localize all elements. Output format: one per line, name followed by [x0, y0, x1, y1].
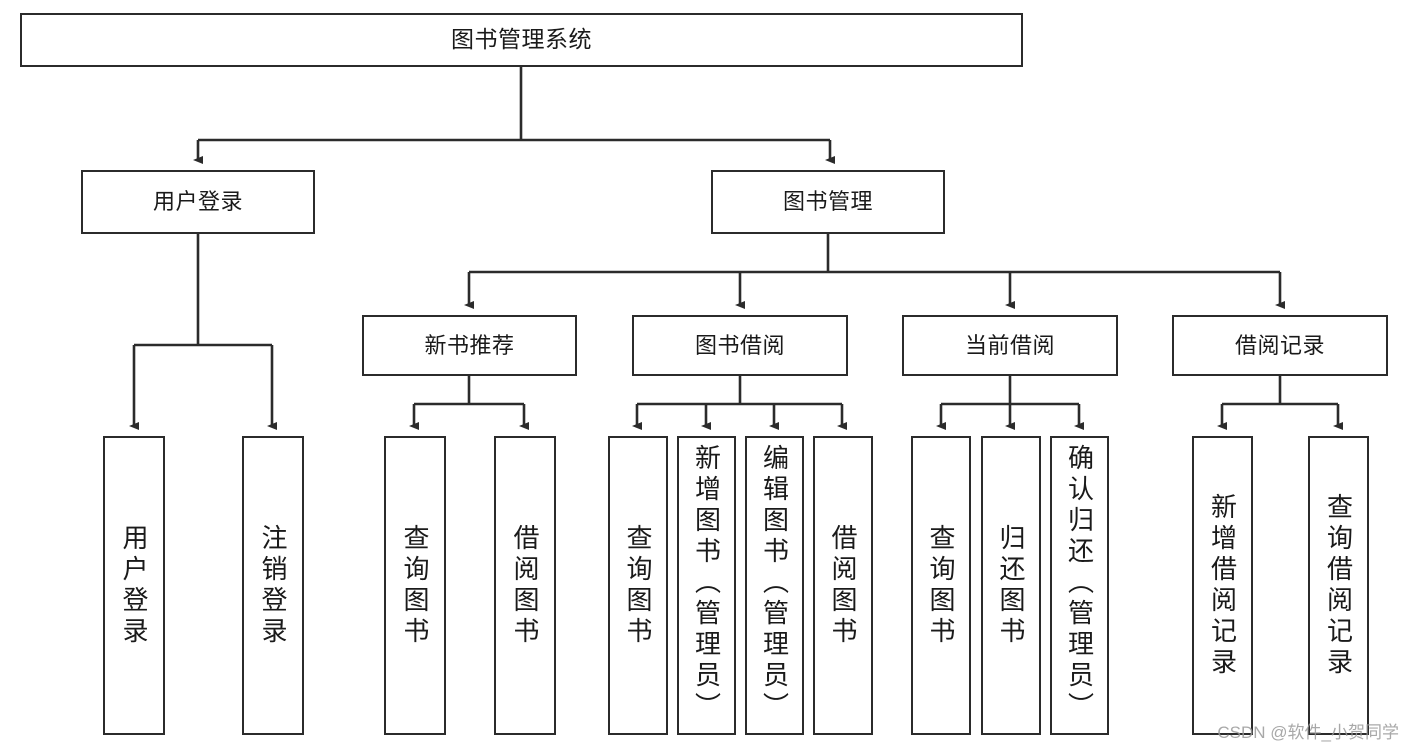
node-new-book-recommend[interactable]: 新书推荐: [362, 315, 577, 376]
node-leaf-query-book-2[interactable]: 查询图书: [608, 436, 668, 735]
node-leaf-add-record[interactable]: 新增借阅记录: [1192, 436, 1253, 735]
node-label: 查询图书: [623, 523, 653, 648]
node-label: 借阅图书: [510, 523, 540, 648]
node-label: 用户登录: [119, 523, 149, 648]
node-label: 借阅记录: [1234, 332, 1325, 358]
node-leaf-query-record[interactable]: 查询借阅记录: [1308, 436, 1369, 735]
node-borrow-record[interactable]: 借阅记录: [1172, 315, 1388, 376]
node-leaf-confirm-return[interactable]: 确认归还（管理员）: [1050, 436, 1109, 735]
node-label: 查询图书: [400, 523, 430, 648]
node-label: 查询借阅记录: [1323, 492, 1354, 679]
node-label: 图书借阅: [694, 332, 785, 358]
node-current-borrow[interactable]: 当前借阅: [902, 315, 1118, 376]
node-leaf-return-book[interactable]: 归还图书: [981, 436, 1041, 735]
node-root-system[interactable]: 图书管理系统: [20, 13, 1023, 67]
node-label: 查询图书: [926, 523, 956, 648]
node-user-login[interactable]: 用户登录: [81, 170, 315, 234]
node-label: 新增借阅记录: [1207, 492, 1238, 679]
node-label: 借阅图书: [828, 523, 858, 648]
node-leaf-user-login[interactable]: 用户登录: [103, 436, 165, 735]
node-book-management[interactable]: 图书管理: [711, 170, 945, 234]
node-leaf-query-book-1[interactable]: 查询图书: [384, 436, 446, 735]
node-book-borrow[interactable]: 图书借阅: [632, 315, 848, 376]
node-leaf-borrow-book-2[interactable]: 借阅图书: [813, 436, 873, 735]
node-leaf-add-book[interactable]: 新增图书（管理员）: [677, 436, 736, 735]
node-label: 新增图书（管理员）: [691, 444, 722, 723]
node-label: 编辑图书（管理员）: [759, 444, 790, 723]
node-label: 归还图书: [996, 523, 1026, 648]
node-leaf-borrow-book-1[interactable]: 借阅图书: [494, 436, 556, 735]
node-label: 注销登录: [258, 523, 288, 648]
watermark-text: CSDN @软件_小贺同学: [1217, 723, 1399, 742]
node-label: 图书管理: [782, 189, 873, 215]
node-leaf-logout-login[interactable]: 注销登录: [242, 436, 304, 735]
node-label: 图书管理系统: [451, 26, 592, 53]
node-label: 新书推荐: [424, 332, 515, 358]
node-leaf-edit-book[interactable]: 编辑图书（管理员）: [745, 436, 804, 735]
node-leaf-query-book-3[interactable]: 查询图书: [911, 436, 971, 735]
node-label: 当前借阅: [964, 332, 1055, 358]
node-label: 确认归还（管理员）: [1064, 444, 1095, 723]
node-label: 用户登录: [152, 189, 243, 215]
